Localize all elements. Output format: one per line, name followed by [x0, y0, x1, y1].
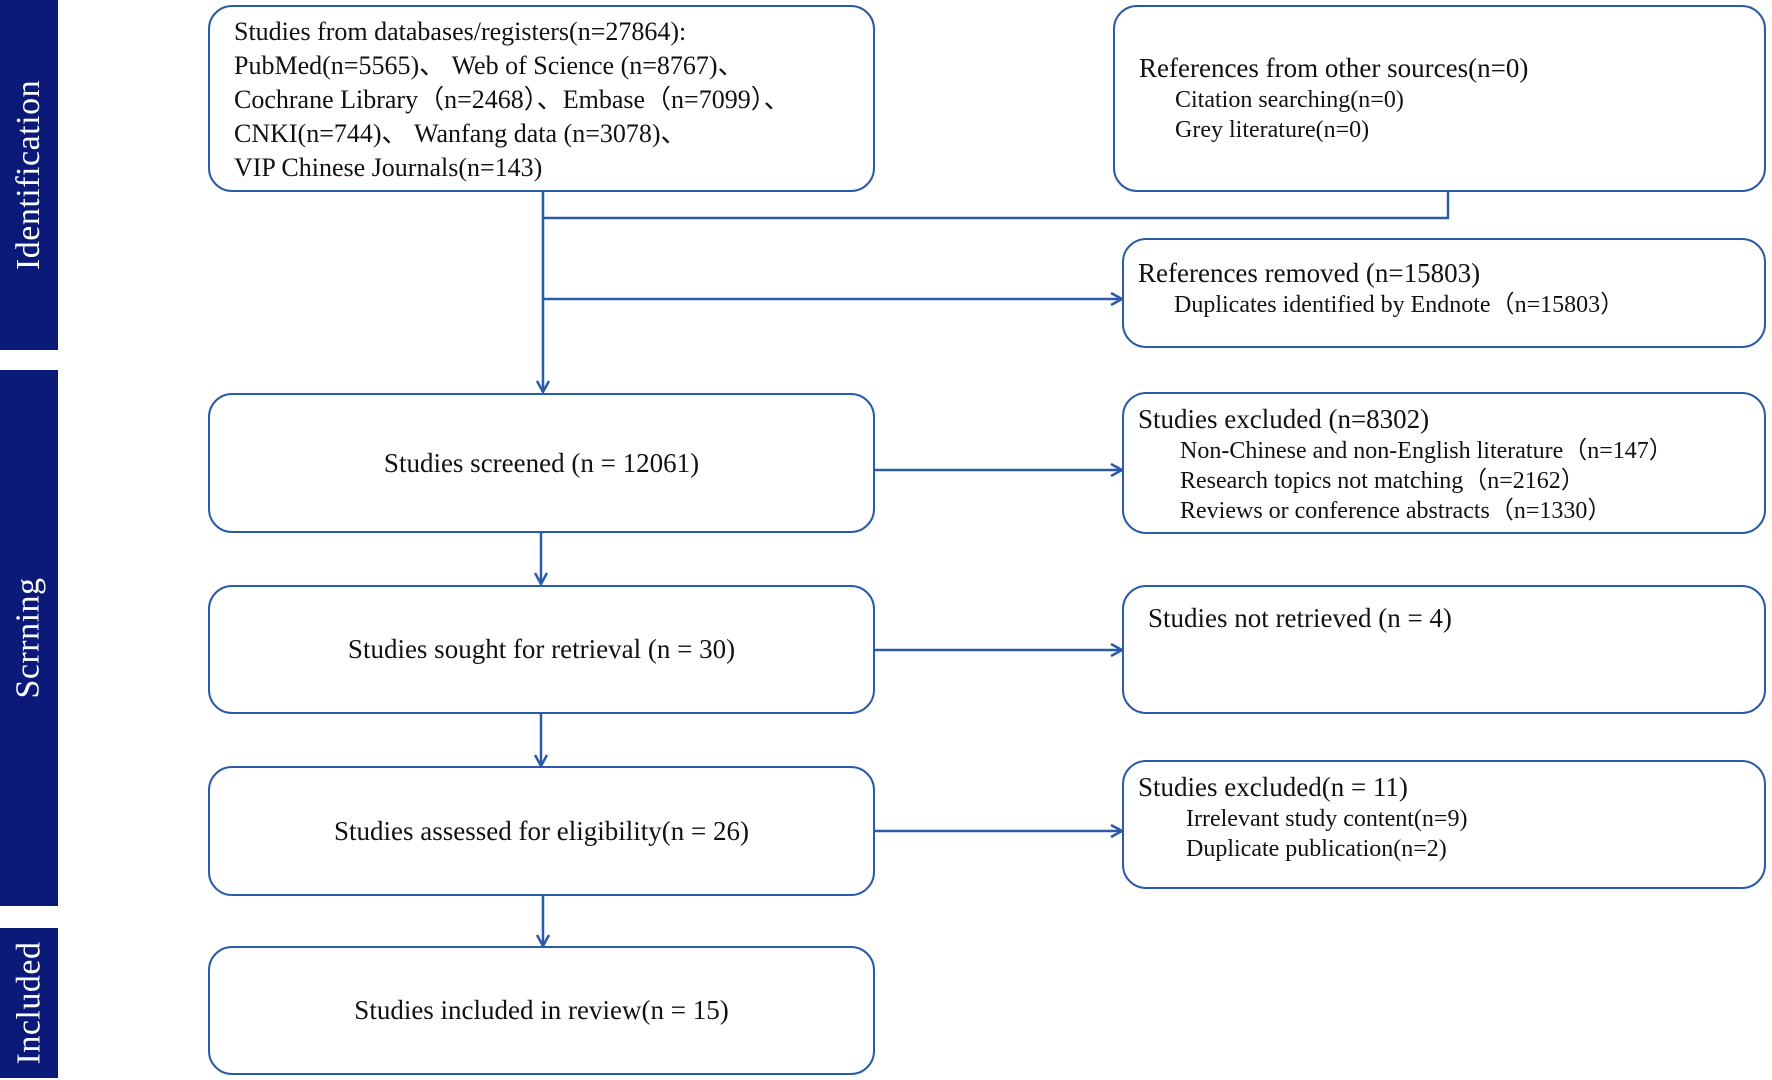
assessed-label: Studies assessed for eligibility(n = 26) [334, 815, 749, 846]
box-other-sources: References from other sources(n=0) Citat… [1113, 5, 1766, 192]
box-studies-excluded-screening: Studies excluded (n=8302) Non-Chinese an… [1122, 392, 1766, 534]
box-studies-not-retrieved: Studies not retrieved (n = 4) [1122, 585, 1766, 714]
excluded-screening-item-1: Non-Chinese and non-English literature（n… [1180, 438, 1673, 464]
box-studies-screened: Studies screened (n = 12061) [208, 393, 875, 533]
excluded-screening-item-3: Reviews or conference abstracts（n=1330） [1180, 498, 1612, 524]
box-studies-sought: Studies sought for retrieval (n = 30) [208, 585, 875, 714]
databases-line-4: VIP Chinese Journals(n=143) [234, 153, 543, 182]
excluded-eligibility-title: Studies excluded(n = 11) [1138, 772, 1408, 802]
box-references-removed: References removed (n=15803) Duplicates … [1122, 238, 1766, 348]
included-label: Studies included in review(n = 15) [354, 995, 729, 1025]
excluded-screening-title: Studies excluded (n=8302) [1138, 404, 1430, 434]
databases-line-3: CNKI(n=744)、 Wanfang data (n=3078)、 [234, 119, 687, 148]
excluded-eligibility-item-2: Duplicate publication(n=2) [1186, 836, 1447, 862]
other-sources-item-2: Grey literature(n=0) [1175, 117, 1370, 143]
sought-label: Studies sought for retrieval (n = 30) [347, 634, 736, 664]
box-studies-excluded-eligibility: Studies excluded(n = 11) Irrelevant stud… [1122, 760, 1766, 889]
connector-other-sources-merge [543, 192, 1450, 220]
databases-line-1: PubMed(n=5565)、 Web of Science (n=8767)、 [234, 51, 744, 80]
not-retrieved-title: Studies not retrieved (n = 4) [1148, 603, 1452, 633]
other-sources-item-1: Citation searching(n=0) [1175, 87, 1404, 113]
excluded-screening-item-2: Research topics not matching（n=2162） [1180, 468, 1585, 494]
phase-included: Included [0, 928, 58, 1078]
databases-title: Studies from databases/registers(n=27864… [234, 17, 687, 46]
box-studies-included: Studies included in review(n = 15) [208, 946, 875, 1075]
phase-identification: Identification [0, 0, 58, 350]
removed-title: References removed (n=15803) [1138, 258, 1481, 288]
excluded-eligibility-item-1: Irrelevant study content(n=9) [1186, 806, 1468, 832]
removed-item-1: Duplicates identified by Endnote（n=15803… [1174, 292, 1625, 318]
screened-label: Studies screened (n = 12061) [383, 447, 700, 478]
phase-screening: Scrrning [0, 370, 58, 906]
databases-line-2: Cochrane Library（n=2468）、Embase（n=7099）、 [234, 85, 790, 114]
other-sources-title: References from other sources(n=0) [1139, 53, 1529, 83]
box-studies-assessed: Studies assessed for eligibility(n = 26) [208, 766, 875, 896]
box-databases-registers: Studies from databases/registers(n=27864… [208, 5, 875, 192]
